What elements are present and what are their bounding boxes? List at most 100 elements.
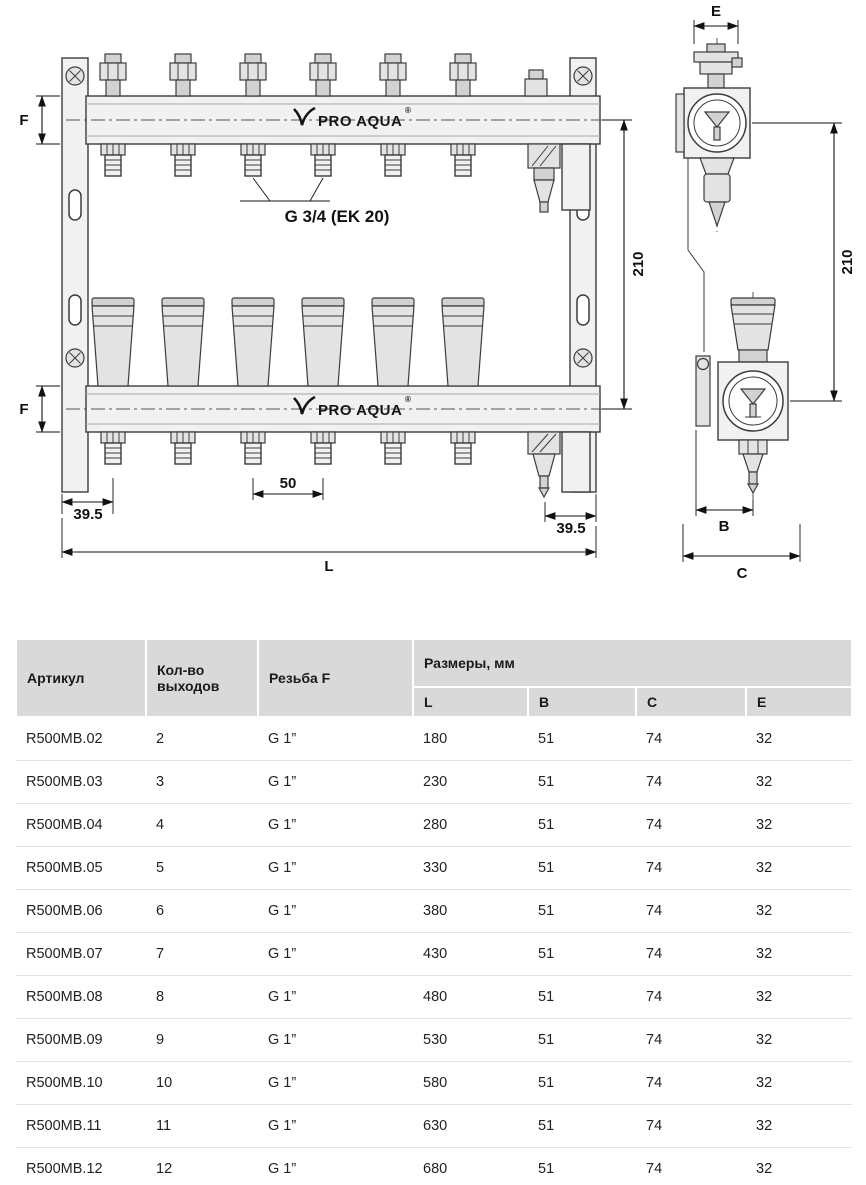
dimension-b: B [695,430,754,535]
flow-valve-handles-row [91,297,485,387]
cell-c: 74 [636,846,746,890]
dim-label-50: 50 [280,475,297,492]
table-row: R500MB.06 6 G 1” 380 51 74 32 [16,889,852,933]
table-row: R500MB.02 2 G 1” 180 51 74 32 [16,717,852,761]
table-row: R500MB.11 11 G 1” 630 51 74 32 [16,1104,852,1148]
dimension-c: C [682,524,801,582]
cell-outlets: 9 [146,1018,258,1062]
cell-article: R500MB.09 [16,1018,146,1062]
brand-text-bottom: PRO AQUA [318,402,402,419]
header-article: Артикул [15,638,147,718]
cell-e: 32 [746,932,852,976]
cell-article: R500MB.12 [16,1147,146,1185]
dimension-l: L [61,518,597,575]
cell-outlets: 8 [146,975,258,1019]
cell-l: 280 [413,803,528,847]
dim-label-c: C [737,565,748,582]
cell-thread: G 1” [258,932,413,976]
cell-b: 51 [528,760,636,804]
brand-text-top: PRO AQUA [318,113,402,130]
cell-e: 32 [746,889,852,933]
cell-e: 32 [746,846,852,890]
cell-outlets: 4 [146,803,258,847]
cell-article: R500MB.11 [16,1104,146,1148]
cell-b: 51 [528,717,636,761]
cell-thread: G 1” [258,717,413,761]
cell-thread: G 1” [258,760,413,804]
spec-table-header: Артикул Кол-во выходов Резьба F Размеры,… [15,638,853,718]
cell-e: 32 [746,1061,852,1105]
dim-label-b: B [719,518,730,535]
air-vent [524,69,548,97]
manifold-front-view: PRO AQUA ® G 3/4 (EK 20) [19,53,647,575]
cell-l: 530 [413,1018,528,1062]
table-row: R500MB.08 8 G 1” 480 51 74 32 [16,975,852,1019]
cell-l: 430 [413,932,528,976]
header-e: E [745,686,853,718]
cell-outlets: 11 [146,1104,258,1148]
drain-valve-bottom [527,431,591,499]
header-c: C [635,686,747,718]
spec-table-section: Артикул Кол-во выходов Резьба F Размеры,… [0,620,866,1185]
spec-table: Артикул Кол-во выходов Резьба F Размеры,… [15,638,853,1185]
cell-outlets: 7 [146,932,258,976]
cell-outlets: 2 [146,717,258,761]
cell-thread: G 1” [258,1018,413,1062]
outlet-thread-callout: G 3/4 (EK 20) [240,177,390,226]
dim-label-210-front: 210 [630,251,647,276]
cell-article: R500MB.05 [16,846,146,890]
cell-l: 380 [413,889,528,933]
outlet-thread-label: G 3/4 (EK 20) [285,207,390,226]
cell-c: 74 [636,1018,746,1062]
brand-registered-top: ® [405,106,411,115]
header-thread: Резьба F [257,638,414,718]
dim-label-l: L [324,558,333,575]
cell-l: 480 [413,975,528,1019]
technical-drawing: PRO AQUA ® G 3/4 (EK 20) [19,3,856,582]
table-row: R500MB.10 10 G 1” 580 51 74 32 [16,1061,852,1105]
side-bottom-assembly [695,297,789,495]
mounting-bracket-left [61,57,89,493]
screw-icon [65,66,85,86]
cell-thread: G 1” [258,1147,413,1185]
brand-registered-bottom: ® [405,395,411,404]
cell-c: 74 [636,1061,746,1105]
screw-icon [573,348,593,368]
cell-l: 630 [413,1104,528,1148]
cell-article: R500MB.10 [16,1061,146,1105]
side-bracket-rail [687,158,705,352]
dim-label-e: E [711,3,721,20]
cell-c: 74 [636,1104,746,1148]
cell-thread: G 1” [258,975,413,1019]
dimension-39-5-left: 39.5 [61,478,114,523]
brand-swoosh-icon [293,395,316,415]
dimension-39-5-right: 39.5 [544,494,597,537]
header-l: L [412,686,529,718]
cell-article: R500MB.07 [16,932,146,976]
cell-outlets: 5 [146,846,258,890]
cell-e: 32 [746,1018,852,1062]
cell-l: 330 [413,846,528,890]
cell-c: 74 [636,760,746,804]
manifold-side-view: E [675,3,856,582]
cell-article: R500MB.03 [16,760,146,804]
top-outlets-row [100,143,476,177]
cell-thread: G 1” [258,846,413,890]
cell-e: 32 [746,1147,852,1185]
table-row: R500MB.07 7 G 1” 430 51 74 32 [16,932,852,976]
cell-l: 680 [413,1147,528,1185]
side-top-assembly [675,43,751,228]
brand-swoosh-icon [293,106,316,126]
header-b: B [527,686,637,718]
cell-c: 74 [636,1147,746,1185]
cell-e: 32 [746,717,852,761]
cell-b: 51 [528,1147,636,1185]
cell-c: 74 [636,932,746,976]
dimension-210-side: 210 [752,122,856,402]
brand-logo-top: PRO AQUA ® [293,106,411,130]
cell-e: 32 [746,1104,852,1148]
cell-outlets: 12 [146,1147,258,1185]
cell-b: 51 [528,889,636,933]
cell-article: R500MB.02 [16,717,146,761]
